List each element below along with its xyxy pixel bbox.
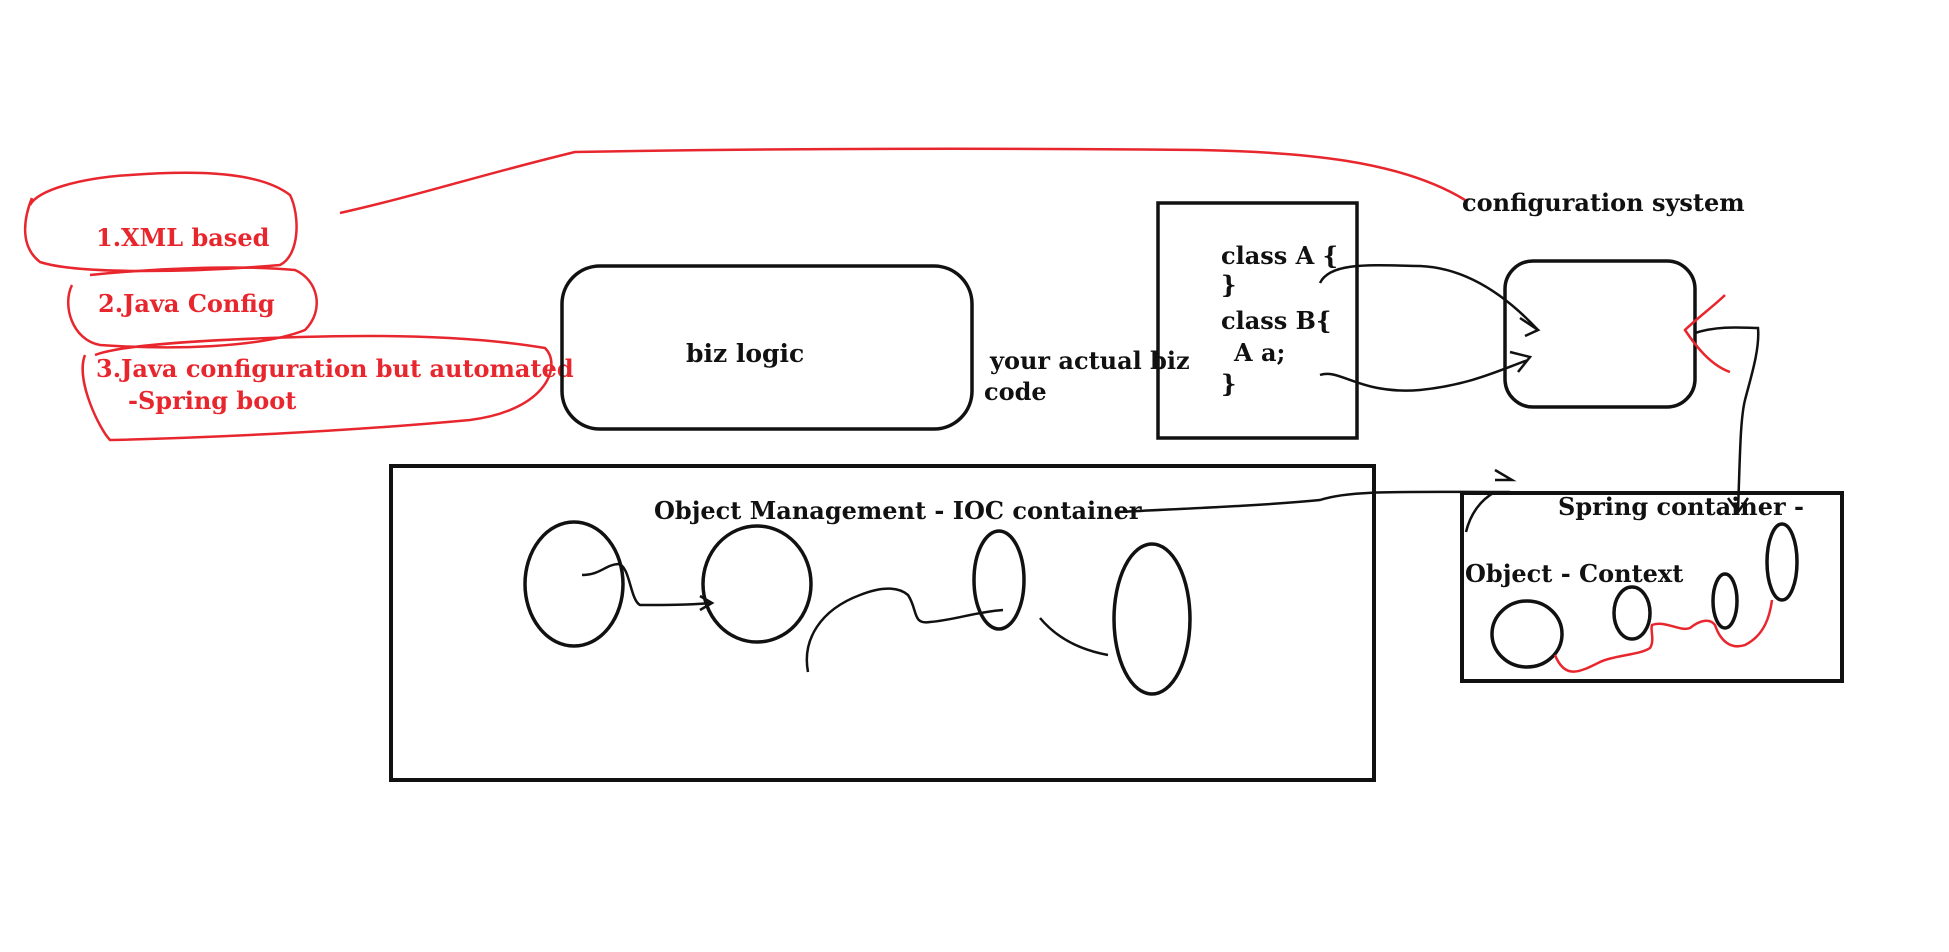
ioc-container-box	[389, 464, 1376, 782]
spring-container-subtitle: Object - Context	[1465, 559, 1683, 588]
ioc-object-4	[1112, 542, 1192, 696]
ioc-link-curve	[805, 587, 1004, 673]
biz-code-note-line2: code	[984, 377, 1047, 406]
xml-option-label: 1.XML based	[96, 223, 270, 252]
java-config-option-label: 2.Java Config	[98, 289, 275, 318]
class-b-arrow	[1319, 350, 1533, 392]
code-line-2: }	[1221, 270, 1236, 299]
ioc-link-3-4	[1039, 617, 1109, 657]
spring-container-title: Spring container -	[1558, 492, 1804, 521]
spring-boot-option-line2: -Spring boot	[128, 386, 296, 415]
config-red-scribble	[1683, 294, 1731, 374]
biz-logic-label: biz logic	[686, 339, 804, 368]
biz-logic-box	[560, 264, 974, 431]
ioc-object-1	[523, 520, 625, 648]
biz-code-note-line1: your actual biz	[989, 346, 1190, 375]
config-to-spring-arrow	[1694, 326, 1760, 515]
spring-object-3	[1711, 572, 1739, 630]
ioc-object-2	[701, 524, 813, 644]
config-arc	[339, 147, 1466, 215]
ioc-container-label: Object Management - IOC container	[654, 496, 1142, 525]
ioc-object-3	[972, 529, 1026, 631]
spring-object-2	[1612, 585, 1652, 641]
configuration-system-label: configuration system	[1462, 188, 1745, 217]
code-line-3: class B{	[1221, 306, 1331, 335]
code-line-4: A a;	[1233, 338, 1285, 367]
class-a-arrow	[1318, 264, 1541, 338]
java-config-option-bubble	[67, 266, 318, 349]
spring-object-1	[1490, 599, 1564, 669]
code-line-1: class A {	[1221, 241, 1338, 270]
spring-object-4	[1765, 522, 1799, 602]
spring-container-box	[1460, 491, 1844, 683]
spring-boot-option-line1: 3.Java configuration but automated	[96, 354, 574, 383]
ioc-link-1-2	[581, 562, 715, 612]
code-line-5: }	[1221, 369, 1236, 398]
code-box	[1156, 201, 1359, 440]
xml-option-bubble	[23, 171, 298, 273]
spring-boot-option-bubble	[81, 334, 553, 442]
spring-red-wiring	[1553, 599, 1774, 673]
ioc-to-spring-arrow	[1116, 468, 1517, 533]
configuration-system-box	[1503, 259, 1697, 409]
